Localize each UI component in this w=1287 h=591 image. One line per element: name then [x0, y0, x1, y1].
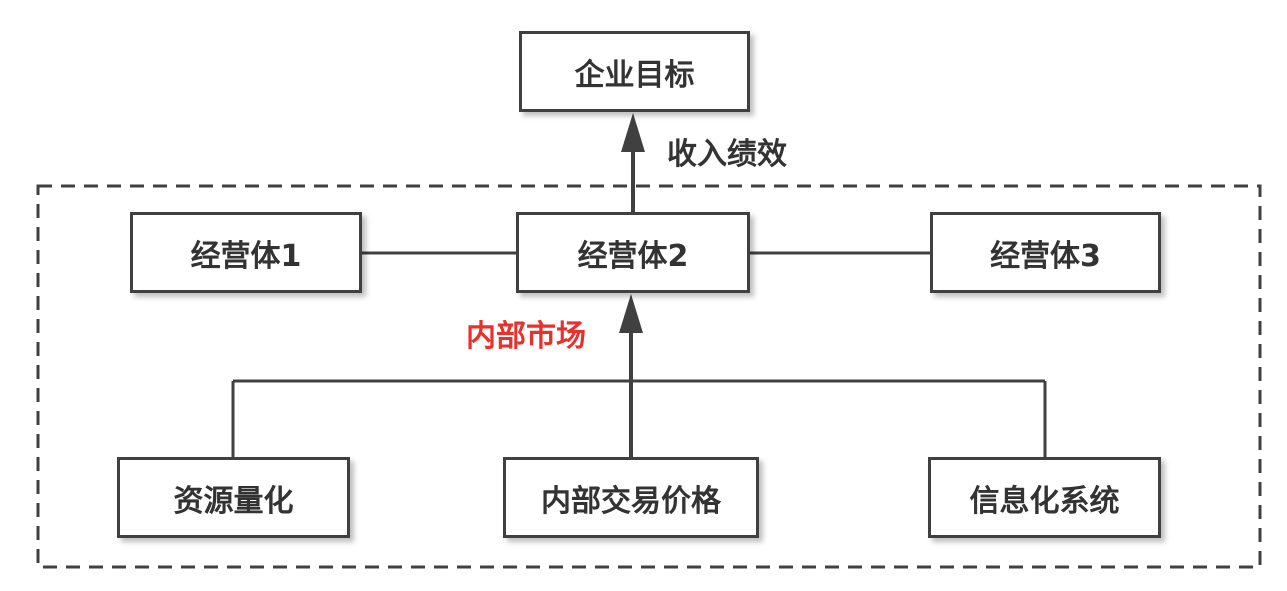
node-unit3: 经营体3: [930, 212, 1161, 293]
node-infosys-label: 信息化系统: [969, 483, 1120, 519]
label-revenue: 收入绩效: [667, 137, 787, 172]
node-resource: 资源量化: [117, 457, 350, 538]
node-unit2-label: 经营体2: [577, 238, 689, 274]
label-market: 内部市场: [466, 319, 586, 354]
arrowhead-revenue: [621, 113, 645, 152]
node-unit1-label: 经营体1: [190, 238, 302, 274]
node-pricing: 内部交易价格: [503, 457, 759, 538]
node-goal: 企业目标: [519, 31, 750, 112]
node-unit3-label: 经营体3: [990, 238, 1101, 274]
boundary-dashed: [36, 184, 1262, 569]
node-unit1: 经营体1: [130, 212, 362, 293]
node-goal-label: 企业目标: [574, 57, 695, 93]
arrowhead-market: [619, 294, 643, 333]
node-resource-label: 资源量化: [173, 483, 294, 519]
node-unit2: 经营体2: [516, 212, 750, 293]
node-infosys: 信息化系统: [928, 457, 1161, 538]
node-pricing-label: 内部交易价格: [541, 483, 721, 519]
